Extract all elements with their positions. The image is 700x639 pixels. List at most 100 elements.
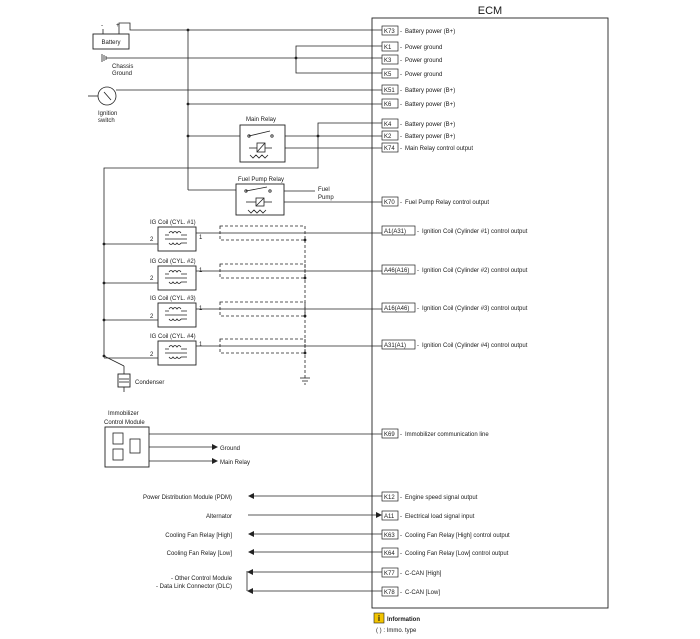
svg-text:-: - bbox=[400, 571, 402, 577]
ecm-pin-label: Cooling Fan Relay [High] control output bbox=[405, 533, 510, 539]
ecm-pin-row: K5 - Power ground bbox=[381, 68, 442, 79]
svg-text:-: - bbox=[400, 88, 402, 94]
ecm-pin-label: Battery power (B+) bbox=[405, 88, 455, 94]
ecm-pin-row: A1(A31) - Ignition Coil (Cylinder #1) co… bbox=[381, 225, 528, 236]
ecm-pin-label: Power ground bbox=[405, 72, 442, 78]
ecm-pin-id: K12 bbox=[384, 495, 395, 501]
ecm-pin-id: K2 bbox=[384, 134, 392, 140]
ecm-pin-label: Ignition Coil (Cylinder #2) control outp… bbox=[422, 268, 528, 274]
ig-coil-pin: 2 bbox=[150, 314, 154, 320]
ecm-pin-row: K70 - Fuel Pump Relay control output bbox=[381, 196, 489, 207]
battery: Battery - + bbox=[92, 22, 130, 50]
ecm-pin-id: K77 bbox=[384, 571, 395, 577]
info-title: Information bbox=[387, 617, 420, 623]
ig-coil-title: IG Coil (CYL. #1) bbox=[150, 220, 196, 226]
svg-text:-: - bbox=[400, 134, 402, 140]
svg-text:-: - bbox=[417, 343, 419, 349]
alternator-label: Alternator bbox=[206, 514, 232, 520]
ig-coil-pin: 1 bbox=[199, 235, 203, 241]
ecm-pin-id: K73 bbox=[384, 29, 395, 35]
svg-text:-: - bbox=[400, 200, 402, 206]
svg-text:-: - bbox=[417, 229, 419, 235]
ground-out-label: Ground bbox=[220, 446, 240, 452]
fuel-pump-label: Pump bbox=[318, 195, 334, 201]
svg-text:-: - bbox=[400, 29, 402, 35]
fuel-pump-relay: Fuel Pump Relay bbox=[235, 177, 285, 216]
chassis-ground-label: Ground bbox=[112, 71, 132, 77]
pdm-label: Power Distribution Module (PDM) bbox=[143, 495, 232, 501]
ig-coil-pin: 2 bbox=[150, 276, 154, 282]
ecm-pin-row: K77 - C-CAN [High] bbox=[381, 567, 442, 578]
fuel-pump-relay-label: Fuel Pump Relay bbox=[238, 177, 284, 183]
ecm-pin-label: C-CAN [High] bbox=[405, 571, 442, 577]
immobilizer-label: Control Module bbox=[104, 420, 145, 426]
ecm-pin-label: Ignition Coil (Cylinder #4) control outp… bbox=[422, 343, 528, 349]
main-relay-out-label: Main Relay bbox=[220, 460, 250, 466]
ecm-pin-id: K74 bbox=[384, 146, 395, 152]
chassis-ground-icon bbox=[101, 54, 382, 62]
svg-text:-: - bbox=[400, 146, 402, 152]
condenser-label: Condenser bbox=[135, 380, 164, 386]
svg-text:-: - bbox=[400, 58, 402, 64]
ecm-pin-id: K78 bbox=[384, 590, 395, 596]
fan-low-label: Cooling Fan Relay [Low] bbox=[167, 551, 233, 557]
svg-text:-: - bbox=[400, 432, 402, 438]
ecm-pin-row: K2 - Battery power (B+) bbox=[381, 130, 455, 141]
ecm-pin-id: K64 bbox=[384, 551, 395, 557]
ecm-pin-row: K3 - Power ground bbox=[381, 54, 442, 65]
ecm-pin-label: Power ground bbox=[405, 58, 442, 64]
condenser-icon bbox=[103, 355, 131, 392]
ecm-pin-id: A46(A16) bbox=[384, 268, 409, 274]
ecm-pin-id: K5 bbox=[384, 72, 392, 78]
ecm-pin-id: K4 bbox=[384, 122, 392, 128]
ecm-pin-row: K78 - C-CAN [Low] bbox=[381, 586, 440, 597]
ecm-pin-row: A11 - Electrical load signal input bbox=[381, 510, 475, 521]
info-icon: i bbox=[373, 612, 385, 624]
ecm-pin-id: K3 bbox=[384, 58, 392, 64]
ecm-pin-id: K51 bbox=[384, 88, 395, 94]
ecm-pin-label: Battery power (B+) bbox=[405, 29, 455, 35]
fan-high-label: Cooling Fan Relay [High] bbox=[165, 533, 232, 539]
ig-coil-title: IG Coil (CYL. #3) bbox=[150, 296, 196, 302]
ecm-pin-row: K51 - Battery power (B+) bbox=[381, 84, 455, 95]
svg-text:-: - bbox=[400, 533, 402, 539]
ecm-pin-row: K12 - Engine speed signal output bbox=[381, 491, 478, 502]
svg-text:-: - bbox=[400, 551, 402, 557]
svg-text:-: - bbox=[417, 268, 419, 274]
ignition-switch-icon bbox=[88, 86, 382, 106]
ig-coil-title: IG Coil (CYL. #2) bbox=[150, 259, 196, 265]
ignition-switch-label: switch bbox=[98, 118, 115, 124]
ecm-pin-id: A11 bbox=[384, 514, 395, 520]
ecm-pin-id: K6 bbox=[384, 102, 392, 108]
svg-text:-: - bbox=[400, 590, 402, 596]
ecm-pin-label: Ignition Coil (Cylinder #1) control outp… bbox=[422, 229, 528, 235]
chassis-ground-label: Chassis bbox=[112, 64, 133, 70]
ecm-pin-label: Battery power (B+) bbox=[405, 134, 455, 140]
ecm-pin-row: K73 - Battery power (B+) bbox=[381, 25, 455, 36]
shield-ground-icon bbox=[300, 377, 310, 385]
ig-coil-title: IG Coil (CYL. #4) bbox=[150, 334, 196, 340]
ignition-switch-label: Ignition bbox=[98, 111, 117, 117]
ig-coil-3: IG Coil (CYL. #3) 2 1 bbox=[150, 296, 203, 328]
ecm-pin-id: K70 bbox=[384, 200, 395, 206]
ecm-pin-label: Battery power (B+) bbox=[405, 102, 455, 108]
main-relay-label: Main Relay bbox=[246, 117, 276, 123]
ig-coil-pin: 1 bbox=[199, 342, 203, 348]
ecm-pin-row: K74 - Main Relay control output bbox=[381, 142, 473, 153]
info-note: ( ) : Immo. type bbox=[376, 628, 417, 634]
ig-coil-4: IG Coil (CYL. #4) 2 1 bbox=[150, 334, 203, 366]
ecm-pin-row: K63 - Cooling Fan Relay [High] control o… bbox=[381, 529, 510, 540]
ecm-pin-label: Main Relay control output bbox=[405, 146, 473, 152]
battery-minus: - bbox=[101, 22, 103, 29]
ecm-pin-label: Immobilizer communication line bbox=[405, 432, 489, 438]
fuel-pump-label: Fuel bbox=[318, 187, 330, 193]
ig-coil-1: IG Coil (CYL. #1) 2 1 bbox=[150, 220, 203, 252]
ecm-pin-id: K1 bbox=[384, 45, 392, 51]
ecm-pin-row: A16(A46) - Ignition Coil (Cylinder #3) c… bbox=[381, 302, 528, 313]
ig-coil-pin: 2 bbox=[150, 352, 154, 358]
ecm-box bbox=[371, 17, 609, 609]
battery-label: Battery bbox=[101, 40, 120, 46]
svg-text:-: - bbox=[417, 306, 419, 312]
ecm-pin-label: Electrical load signal input bbox=[405, 514, 475, 520]
